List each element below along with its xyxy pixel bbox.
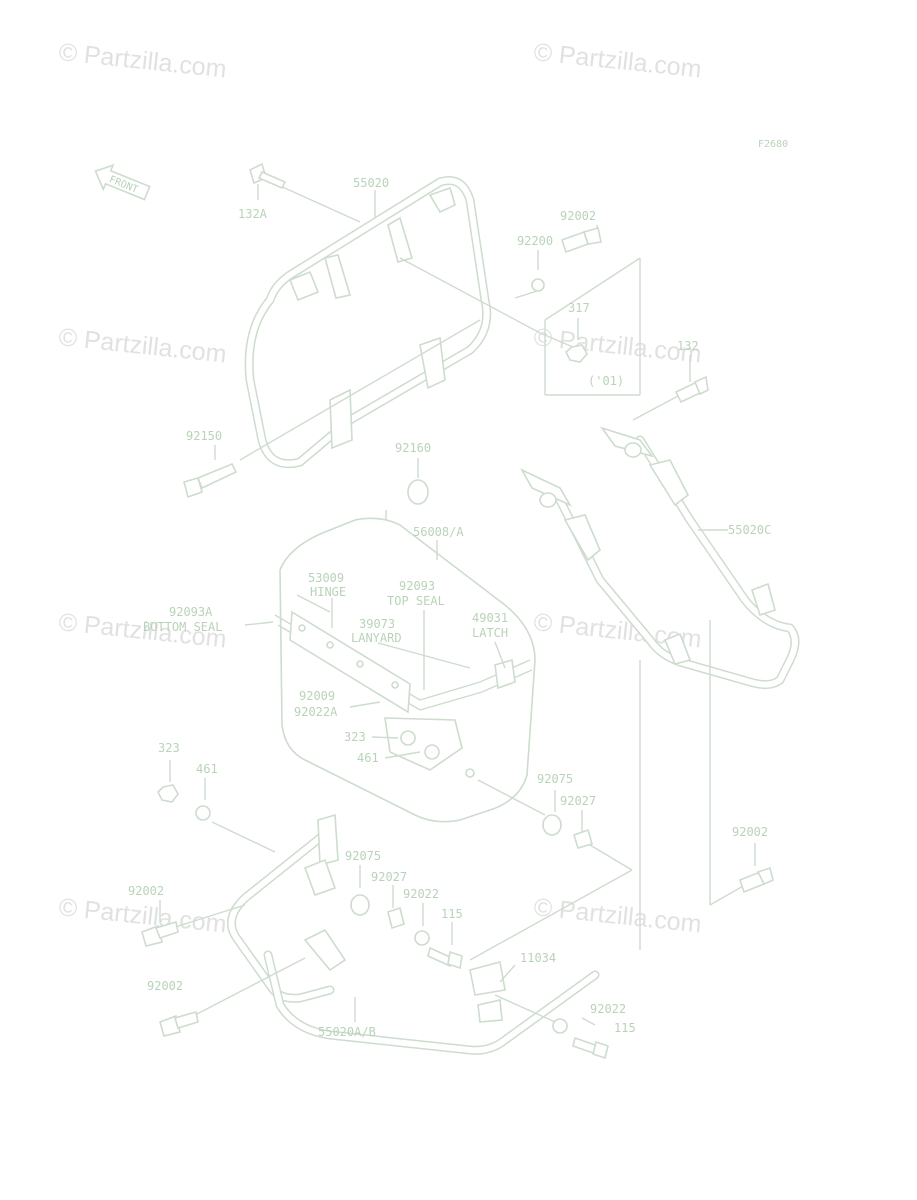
upper-frame-55020 bbox=[244, 176, 492, 469]
bolt-115 bbox=[427, 946, 463, 970]
bushing-92075-right bbox=[542, 814, 562, 836]
label-55020AB: 55020A/B bbox=[318, 1025, 376, 1039]
right-frame-55020C bbox=[520, 426, 800, 690]
label-92150: 92150 bbox=[186, 429, 222, 443]
label-bottom-seal: BOTTOM SEAL bbox=[143, 620, 222, 634]
bolt-115-bottom bbox=[572, 1036, 609, 1060]
label-92093A: 92093A bbox=[169, 605, 213, 619]
watermark: © Partzilla.com bbox=[57, 38, 227, 83]
bolt-92002-left-upper bbox=[141, 920, 179, 947]
label-92027-right: 92027 bbox=[560, 794, 596, 808]
label-lanyard: LANYARD bbox=[351, 631, 402, 645]
nut-317 bbox=[565, 344, 588, 363]
label-92002-left-upper: 92002 bbox=[128, 884, 164, 898]
collar-92027-right bbox=[573, 828, 593, 849]
collar-92027 bbox=[387, 906, 405, 930]
label-top-seal: TOP SEAL bbox=[387, 594, 445, 608]
front-arrow-icon: FRONT bbox=[94, 163, 151, 201]
label-55020: 55020 bbox=[353, 176, 389, 190]
label-92002-left-lower: 92002 bbox=[147, 979, 183, 993]
watermark: © Partzilla.com bbox=[57, 323, 227, 368]
label-49031: 49031 bbox=[472, 611, 508, 625]
label-92002-right: 92002 bbox=[732, 825, 768, 839]
label-hinge: HINGE bbox=[310, 585, 346, 599]
bolt-92002-left-lower bbox=[159, 1010, 199, 1037]
washer-92022-bottom bbox=[552, 1018, 568, 1034]
label-55020C: 55020C bbox=[728, 523, 771, 537]
label-92160: 92160 bbox=[395, 441, 431, 455]
label-latch: LATCH bbox=[472, 626, 508, 640]
bolt-132 bbox=[674, 375, 709, 404]
washer-461 bbox=[195, 805, 211, 821]
label-317: 317 bbox=[568, 301, 590, 315]
label-92027: 92027 bbox=[371, 870, 407, 884]
washer-92200 bbox=[531, 278, 545, 292]
label-323-box: 323 bbox=[344, 730, 366, 744]
grommet-92160 bbox=[407, 479, 429, 505]
label-92200: 92200 bbox=[517, 234, 553, 248]
washer-92022 bbox=[414, 930, 430, 946]
label-92022A: 92022A bbox=[294, 705, 338, 719]
label-92022: 92022 bbox=[403, 887, 439, 901]
watermark-group: © Partzilla.com © Partzilla.com © Partzi… bbox=[57, 38, 702, 938]
label-115: 115 bbox=[441, 907, 463, 921]
label-56008: 56008/A bbox=[413, 525, 464, 539]
bushing-92075 bbox=[350, 894, 370, 916]
case-56008 bbox=[274, 517, 536, 823]
label-39073: 39073 bbox=[359, 617, 395, 631]
label-132A: 132A bbox=[238, 207, 268, 221]
label-92022-bottom: 92022 bbox=[590, 1002, 626, 1016]
diagram-code: F2680 bbox=[758, 139, 788, 150]
label-11034: 11034 bbox=[520, 951, 556, 965]
bolt-92150 bbox=[183, 462, 238, 499]
bolt-92002-right bbox=[739, 866, 774, 894]
watermark: © Partzilla.com bbox=[532, 893, 702, 938]
label-461-box: 461 bbox=[357, 751, 379, 765]
label-53009: 53009 bbox=[308, 571, 344, 585]
label-323: 323 bbox=[158, 741, 180, 755]
label-92075-right: 92075 bbox=[537, 772, 573, 786]
label-92093: 92093 bbox=[399, 579, 435, 593]
label-461: 461 bbox=[196, 762, 218, 776]
label-92009: 92009 bbox=[299, 689, 335, 703]
bolt-132A bbox=[249, 162, 287, 190]
label-92075: 92075 bbox=[345, 849, 381, 863]
label-132: 132 bbox=[677, 339, 699, 353]
watermark: © Partzilla.com bbox=[532, 38, 702, 83]
label-model-year-01: ('01) bbox=[588, 374, 624, 388]
bolt-92002-top bbox=[560, 226, 602, 254]
label-92002-top: 92002 bbox=[560, 209, 596, 223]
label-115-bottom: 115 bbox=[614, 1021, 636, 1035]
nut-323 bbox=[157, 784, 179, 803]
